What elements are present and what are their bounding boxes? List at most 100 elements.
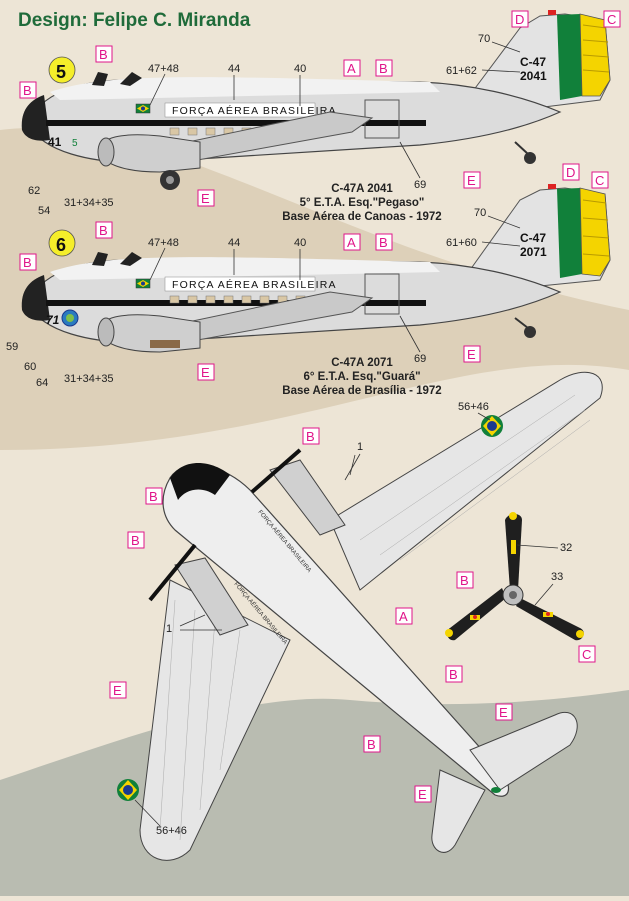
svg-text:E: E [201,191,210,206]
svg-text:D: D [515,12,524,27]
tail-green-band [557,188,582,278]
ref-number: 1 [357,441,363,453]
ref-number: 31+34+35 [64,197,114,209]
plan-tailplane-left [431,769,486,853]
ref-number: 44 [228,237,240,249]
tail-wheel [524,152,536,164]
svg-text:E: E [113,683,122,698]
ref-number: 64 [36,377,48,389]
ref-number: 1 [166,623,172,635]
plan-engine [269,459,346,536]
ref-number: 56+46 [156,825,187,837]
caption-profile-2: C-47A 2071 6° E.T.A. Esq."Guará" Base Aé… [262,356,462,398]
svg-text:C: C [595,173,604,188]
ref-number: 32 [560,542,572,554]
ref-number: 69 [414,179,426,191]
ref-number: 60 [24,361,36,373]
svg-text:A: A [399,609,408,624]
propeller-detail [445,512,584,641]
plan-engine [174,557,249,636]
profile-marker [48,229,76,257]
cargo-door [364,273,400,315]
designer-credit: Design: Felipe C. Miranda [18,10,251,31]
fuselage-title: FORÇA AÉREA BRASILEIRA [172,104,337,117]
svg-text:B: B [367,737,376,752]
tail-type: C-47 [520,231,546,245]
ref-number: 44 [228,63,240,75]
cheatline [46,300,426,306]
caption-profile-1: C-47A 2041 5° E.T.A. Esq."Pegaso" Base A… [262,182,462,224]
profile-marker [48,56,76,84]
plan-wing-left [139,579,291,861]
tail-type: C-47 [520,55,546,69]
callout-boxes: B B A B D C E E [19,10,621,207]
nose-cone [21,275,50,321]
caption-line: C-47A 2041 [331,183,393,195]
svg-text:E: E [201,365,210,380]
ref-number: 33 [551,571,563,583]
svg-text:B: B [99,47,108,62]
svg-text:D: D [566,165,575,180]
profile-1: FORÇA AÉREA BRASILEIRA 41 5 C-47 2041 5 … [19,10,621,217]
svg-text:C: C [582,647,591,662]
ref-number: 69 [414,353,426,365]
plan-wing-right [329,371,603,591]
brazil-roundel-icon [481,415,503,437]
svg-text:B: B [379,235,388,250]
nose-cone [21,95,50,141]
svg-text:E: E [499,705,508,720]
caption-line: 5° E.T.A. Esq."Pegaso" [299,197,425,209]
svg-text:E: E [418,787,427,802]
ref-number: 59 [6,341,18,353]
ref-number: 70 [474,207,486,219]
svg-text:B: B [449,667,458,682]
ref-number: 40 [294,237,306,249]
ref-number: 54 [38,205,50,217]
svg-text:C: C [607,12,616,27]
callout-boxes: B B B A B B E E E B C [109,427,596,803]
svg-text:B: B [23,255,32,270]
background-grey-band [0,690,629,896]
antenna [92,72,108,86]
svg-text:B: B [149,489,158,504]
tail-red-light [548,184,556,189]
ref-number: 56+46 [458,401,489,413]
ref-number: 62 [28,185,40,197]
svg-text:E: E [467,173,476,188]
antenna [92,252,108,266]
rudder-yellow [579,13,611,97]
ref-number: 70 [478,33,490,45]
plan-nose-cone [170,462,230,500]
ref-number: 40 [294,63,306,75]
caption-line: Base Aérea de Canoas - 1972 [282,211,442,223]
antenna [120,72,142,86]
svg-text:A: A [347,235,356,250]
fuselage-title: FORÇA AÉREA BRASILEIRA [172,278,337,291]
ref-number: 31+34+35 [64,373,114,385]
ref-number: 47+48 [148,237,179,249]
tail-red-light [548,10,556,15]
svg-text:A: A [347,61,356,76]
ref-number: 47+48 [148,63,179,75]
profile-2: FORÇA AÉREA BRASILEIRA 71 C-47 2071 6 47… [6,163,611,389]
svg-text:B: B [306,429,315,444]
svg-text:B: B [379,61,388,76]
brazil-roundel-icon [117,779,139,801]
ref-number: 61+62 [446,65,477,77]
svg-text:B: B [99,223,108,238]
caption-line: 6° E.T.A. Esq."Guará" [303,371,421,383]
ref-number: 61+60 [446,237,477,249]
plan-tailplane-right [469,711,578,791]
nose-small-code: 5 [72,138,78,149]
tail-serial: 2041 [520,69,547,83]
caption-line: C-47A 2071 [331,357,393,369]
cheatline [46,120,426,126]
profile-number: 5 [56,62,66,82]
svg-text:B: B [460,573,469,588]
svg-text:E: E [467,347,476,362]
profile-number: 6 [56,235,66,255]
tail-serial: 2071 [520,245,547,259]
caption-line: Base Aérea de Brasília - 1972 [282,385,442,397]
